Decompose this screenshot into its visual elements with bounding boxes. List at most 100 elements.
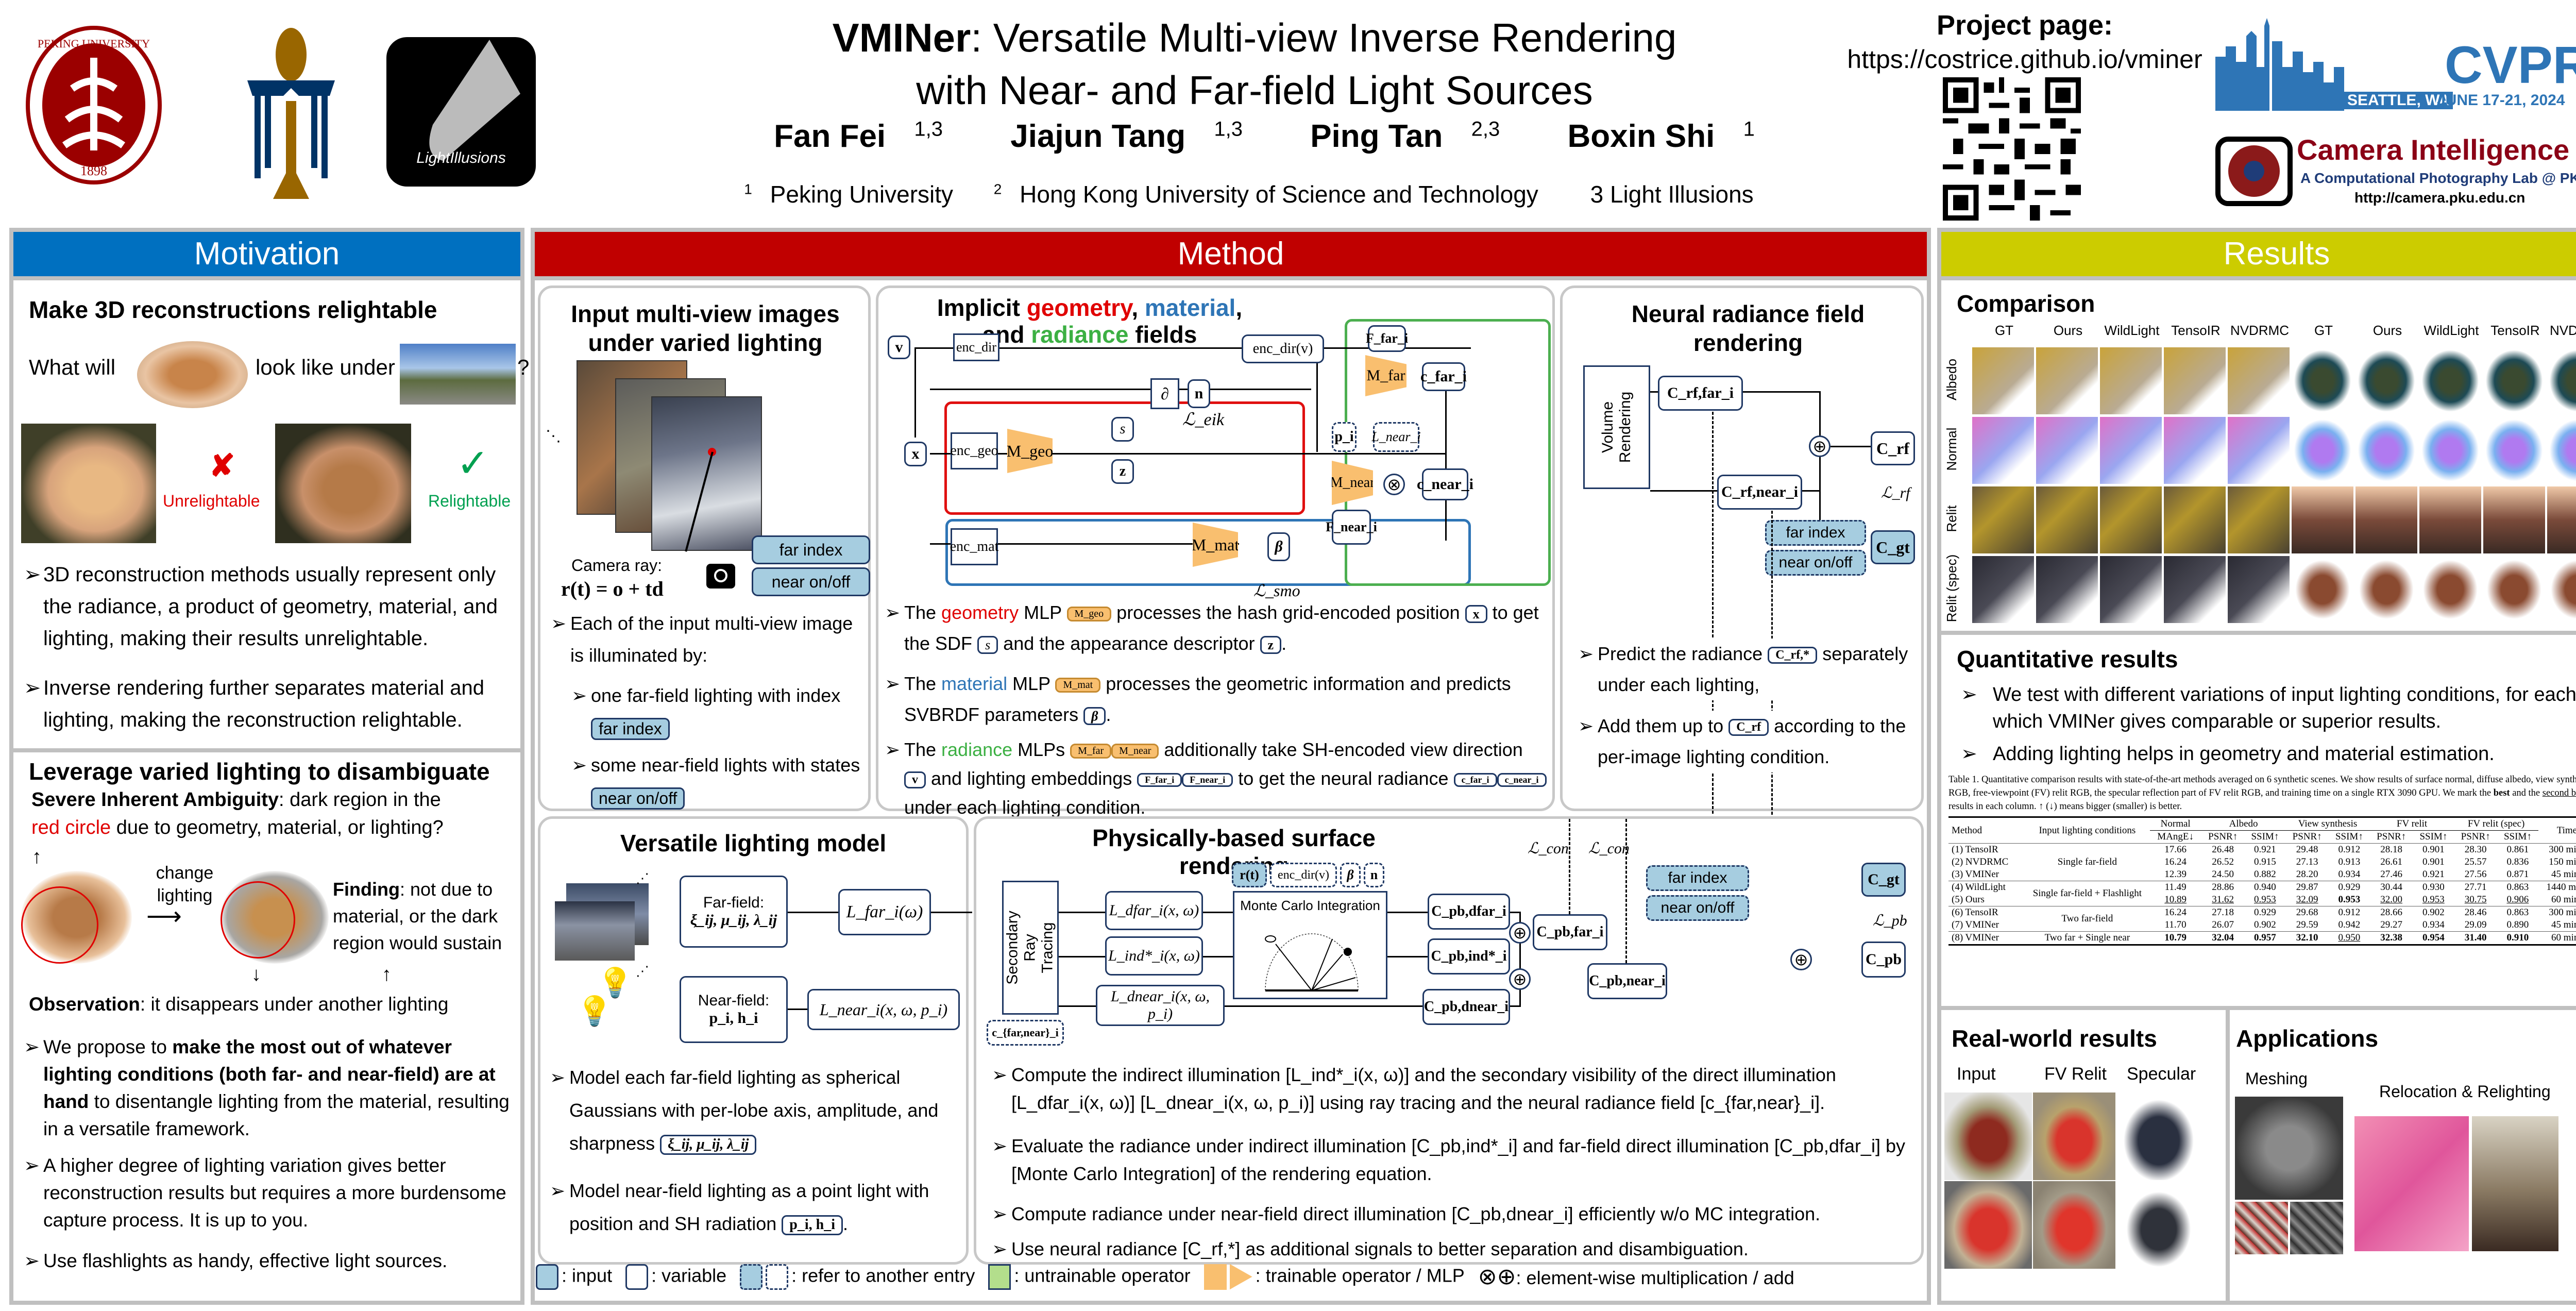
comparison-image [2100, 417, 2162, 484]
panel-title: Neural radiance field rendering [1631, 300, 1865, 356]
loss-smo: ℒ_smo [1253, 581, 1300, 600]
realworld-relit-image [2033, 1181, 2115, 1269]
bullet: Evaluate the radiance under indirect ill… [992, 1132, 1919, 1188]
hkust-logo [237, 24, 345, 199]
author-list: Fan Fei 1,3 Jiajun Tang 1,3 Ping Tan 2,3… [732, 117, 1777, 155]
arrow-down-icon: ↓ [251, 964, 261, 985]
relocation-room-image [2354, 1116, 2469, 1251]
far-index-input: far index [752, 535, 870, 564]
bullet: We propose to make the most out of whate… [24, 1033, 513, 1142]
comparison-row-label: Relit [1944, 505, 1959, 532]
method-cell: (7) VMINer [1952, 919, 1999, 930]
lab-url[interactable]: http://camera.pku.edu.cn [2354, 190, 2526, 206]
connector [1510, 1005, 1520, 1007]
input-panel: Input multi-view images under varied lig… [538, 285, 871, 811]
group-header: FV relit [2369, 817, 2454, 831]
node-partial: ∂ [1150, 378, 1179, 409]
connector [788, 1009, 808, 1010]
lab-subtitle: A Computational Photography Lab @ PKU [2300, 170, 2576, 186]
connector [1059, 1005, 1110, 1007]
dashed-connector [1712, 412, 1714, 814]
bullet: Use neural radiance [C_rf,*] as addition… [992, 1235, 1919, 1263]
section-title: Leverage varied lighting to disambiguate [29, 758, 490, 785]
motivation-column: Motivation Make 3D reconstructions relig… [9, 228, 529, 1305]
node-C-rf-near: C_rf,near_i [1717, 475, 1802, 510]
poster-title: VMINer: Versatile Multi-view Inverse Ren… [732, 11, 1777, 116]
value-cell: 0.836 [2506, 856, 2529, 867]
connector [914, 347, 916, 438]
section-title: Quantitative results [1957, 646, 2178, 673]
value-cell: 0.942 [2338, 919, 2361, 930]
camera-icon [706, 564, 735, 589]
time-cell: 60 mins [2551, 932, 2576, 943]
near-onoff-ref: near on/off [591, 787, 685, 810]
volume-rendering-operator: Volume Rendering [1583, 365, 1650, 489]
group-header: View synthesis [2285, 817, 2370, 831]
lightbulb-icon: 💡 [597, 966, 633, 999]
comparison-column-header: WildLight [2424, 323, 2479, 338]
qr-code[interactable] [1942, 77, 2081, 221]
far-index-ref: far index [591, 718, 670, 740]
value-cell: 0.921 [2254, 844, 2276, 855]
geometry-group-box [944, 401, 1305, 515]
value-cell: 26.52 [2212, 856, 2234, 867]
red-circle-b [221, 881, 295, 959]
observation-text: Observation: it disappears under another… [29, 994, 449, 1015]
L-dnear: L_dnear_i(x, ω, p_i) [1096, 985, 1225, 1026]
node-x: x [904, 442, 927, 466]
far-index-ref: far index [1765, 520, 1866, 546]
comparison-image [2228, 417, 2290, 484]
value-cell: 0.912 [2338, 844, 2361, 855]
connector [930, 389, 1311, 390]
mc-input-rt: r(t) [1232, 863, 1267, 887]
far-field-envmap-image [555, 901, 635, 961]
value-cell: 32.04 [2212, 932, 2234, 943]
section-title: Make 3D reconstructions relightable [29, 296, 437, 323]
affiliation-list: 1 Peking University 2 Hong Kong Universi… [732, 180, 1777, 208]
value-cell: 0.901 [2422, 844, 2445, 855]
author: Boxin Shi 1 [1567, 117, 1755, 154]
connector [930, 453, 1445, 455]
comparison-image [2100, 347, 2162, 414]
sub-bullet: some near-field lights with states near … [571, 749, 865, 813]
value-cell: 28.86 [2212, 882, 2234, 893]
comparison-image-grid [1972, 347, 2576, 626]
node-v: v [888, 335, 910, 359]
bullet-material: The material MLP M_mat processes the geo… [885, 668, 1549, 730]
camera-ray-equation: r(t) = o + td [561, 577, 664, 600]
table-caption: Table 1. Quantitative comparison results… [1948, 775, 2576, 812]
project-url[interactable]: https://costrice.github.io/vminer [1847, 45, 2202, 74]
author: Fan Fei 1,3 [774, 117, 943, 154]
comparison-row-label: Normal [1944, 427, 1959, 471]
comparison-image [2483, 486, 2545, 553]
realworld-input-image [1944, 1092, 2032, 1180]
realworld-section: Real-world results Input FV Relit Specul… [1941, 1010, 2226, 1301]
affiliation: 2 Hong Kong University of Science and Te… [993, 181, 1538, 208]
comparison-image [1972, 486, 2034, 553]
lighting-model-panel: Versatile lighting model ⋰ Far-field:ξ_i… [538, 816, 972, 1265]
column-header: FV Relit [2044, 1064, 2107, 1084]
method-cell: (3) VMINer [1952, 869, 1999, 880]
comparison-column-header: NVDRMC [2549, 323, 2576, 338]
method-cell: (6) TensoIR [1952, 907, 1998, 918]
group-header: Albedo [2201, 817, 2286, 831]
comparison-image [1972, 417, 2034, 484]
legend-input: : input [536, 1264, 612, 1290]
connector [914, 347, 1471, 349]
method-cell: (5) Ours [1952, 894, 1985, 905]
C-gt: C_gt [1861, 863, 1906, 897]
value-cell: 0.871 [2506, 869, 2529, 880]
realworld-specular-image [2117, 1092, 2200, 1180]
node-L-near: L_near_i [1371, 422, 1421, 452]
comparison-image [2292, 556, 2353, 623]
value-cell: 0.953 [2254, 894, 2276, 905]
value-cell: 32.10 [2296, 932, 2318, 943]
metric-header: SSIM↑ [2335, 831, 2363, 842]
sub-bullet: one far-field lighting with index far in… [571, 680, 865, 744]
diagram-legend: : input : variable : refer to another en… [536, 1264, 1794, 1290]
condition-cell: Single far-field + Flashlight [2032, 888, 2142, 899]
